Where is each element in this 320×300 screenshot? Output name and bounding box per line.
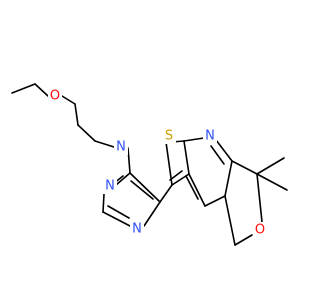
bond-17 <box>165 141 173 186</box>
bond-4 <box>74 103 79 126</box>
bond-24 <box>210 145 225 165</box>
bond-34 <box>256 173 288 191</box>
bond-8 <box>115 172 131 186</box>
pyridine-nitrogen-label: N <box>205 129 215 144</box>
bond-7 <box>127 147 131 174</box>
bond-11 <box>102 211 131 227</box>
bond-5 <box>77 124 96 142</box>
bond-13 <box>143 201 161 227</box>
bond-layer <box>11 83 288 246</box>
bond-23 <box>215 139 233 162</box>
bond-29 <box>231 160 258 175</box>
molecule-structure: O N N N S N O <box>11 83 288 246</box>
bond-30 <box>256 173 263 223</box>
bond-14 <box>129 172 161 203</box>
bond-28 <box>185 175 199 200</box>
bond-25 <box>224 160 233 197</box>
bond-26 <box>204 195 226 207</box>
amine-nitrogen-label: N <box>116 140 126 155</box>
pyran-oxygen-label: O <box>255 223 265 238</box>
bond-16 <box>159 184 173 203</box>
bond-22 <box>183 137 205 142</box>
bond-2 <box>34 83 49 97</box>
bond-10 <box>102 193 105 213</box>
bond-15 <box>130 180 154 200</box>
pyrimidine-nitrogen-2-label: N <box>132 222 142 237</box>
bond-21 <box>169 170 183 181</box>
bond-12 <box>107 205 130 219</box>
ether-oxygen-label: O <box>50 89 60 104</box>
atom-label-layer: O N N N S N O <box>48 88 267 238</box>
thiophene-sulfur-label: S <box>165 129 173 144</box>
bond-6 <box>94 140 115 148</box>
bond-32 <box>224 195 236 246</box>
bond-3 <box>61 95 76 105</box>
bond-27 <box>188 173 206 207</box>
pyrimidine-nitrogen-1-label: N <box>105 179 115 194</box>
bond-19 <box>183 140 190 175</box>
bond-1 <box>11 83 36 94</box>
bond-31 <box>234 234 253 246</box>
bond-33 <box>256 157 285 175</box>
